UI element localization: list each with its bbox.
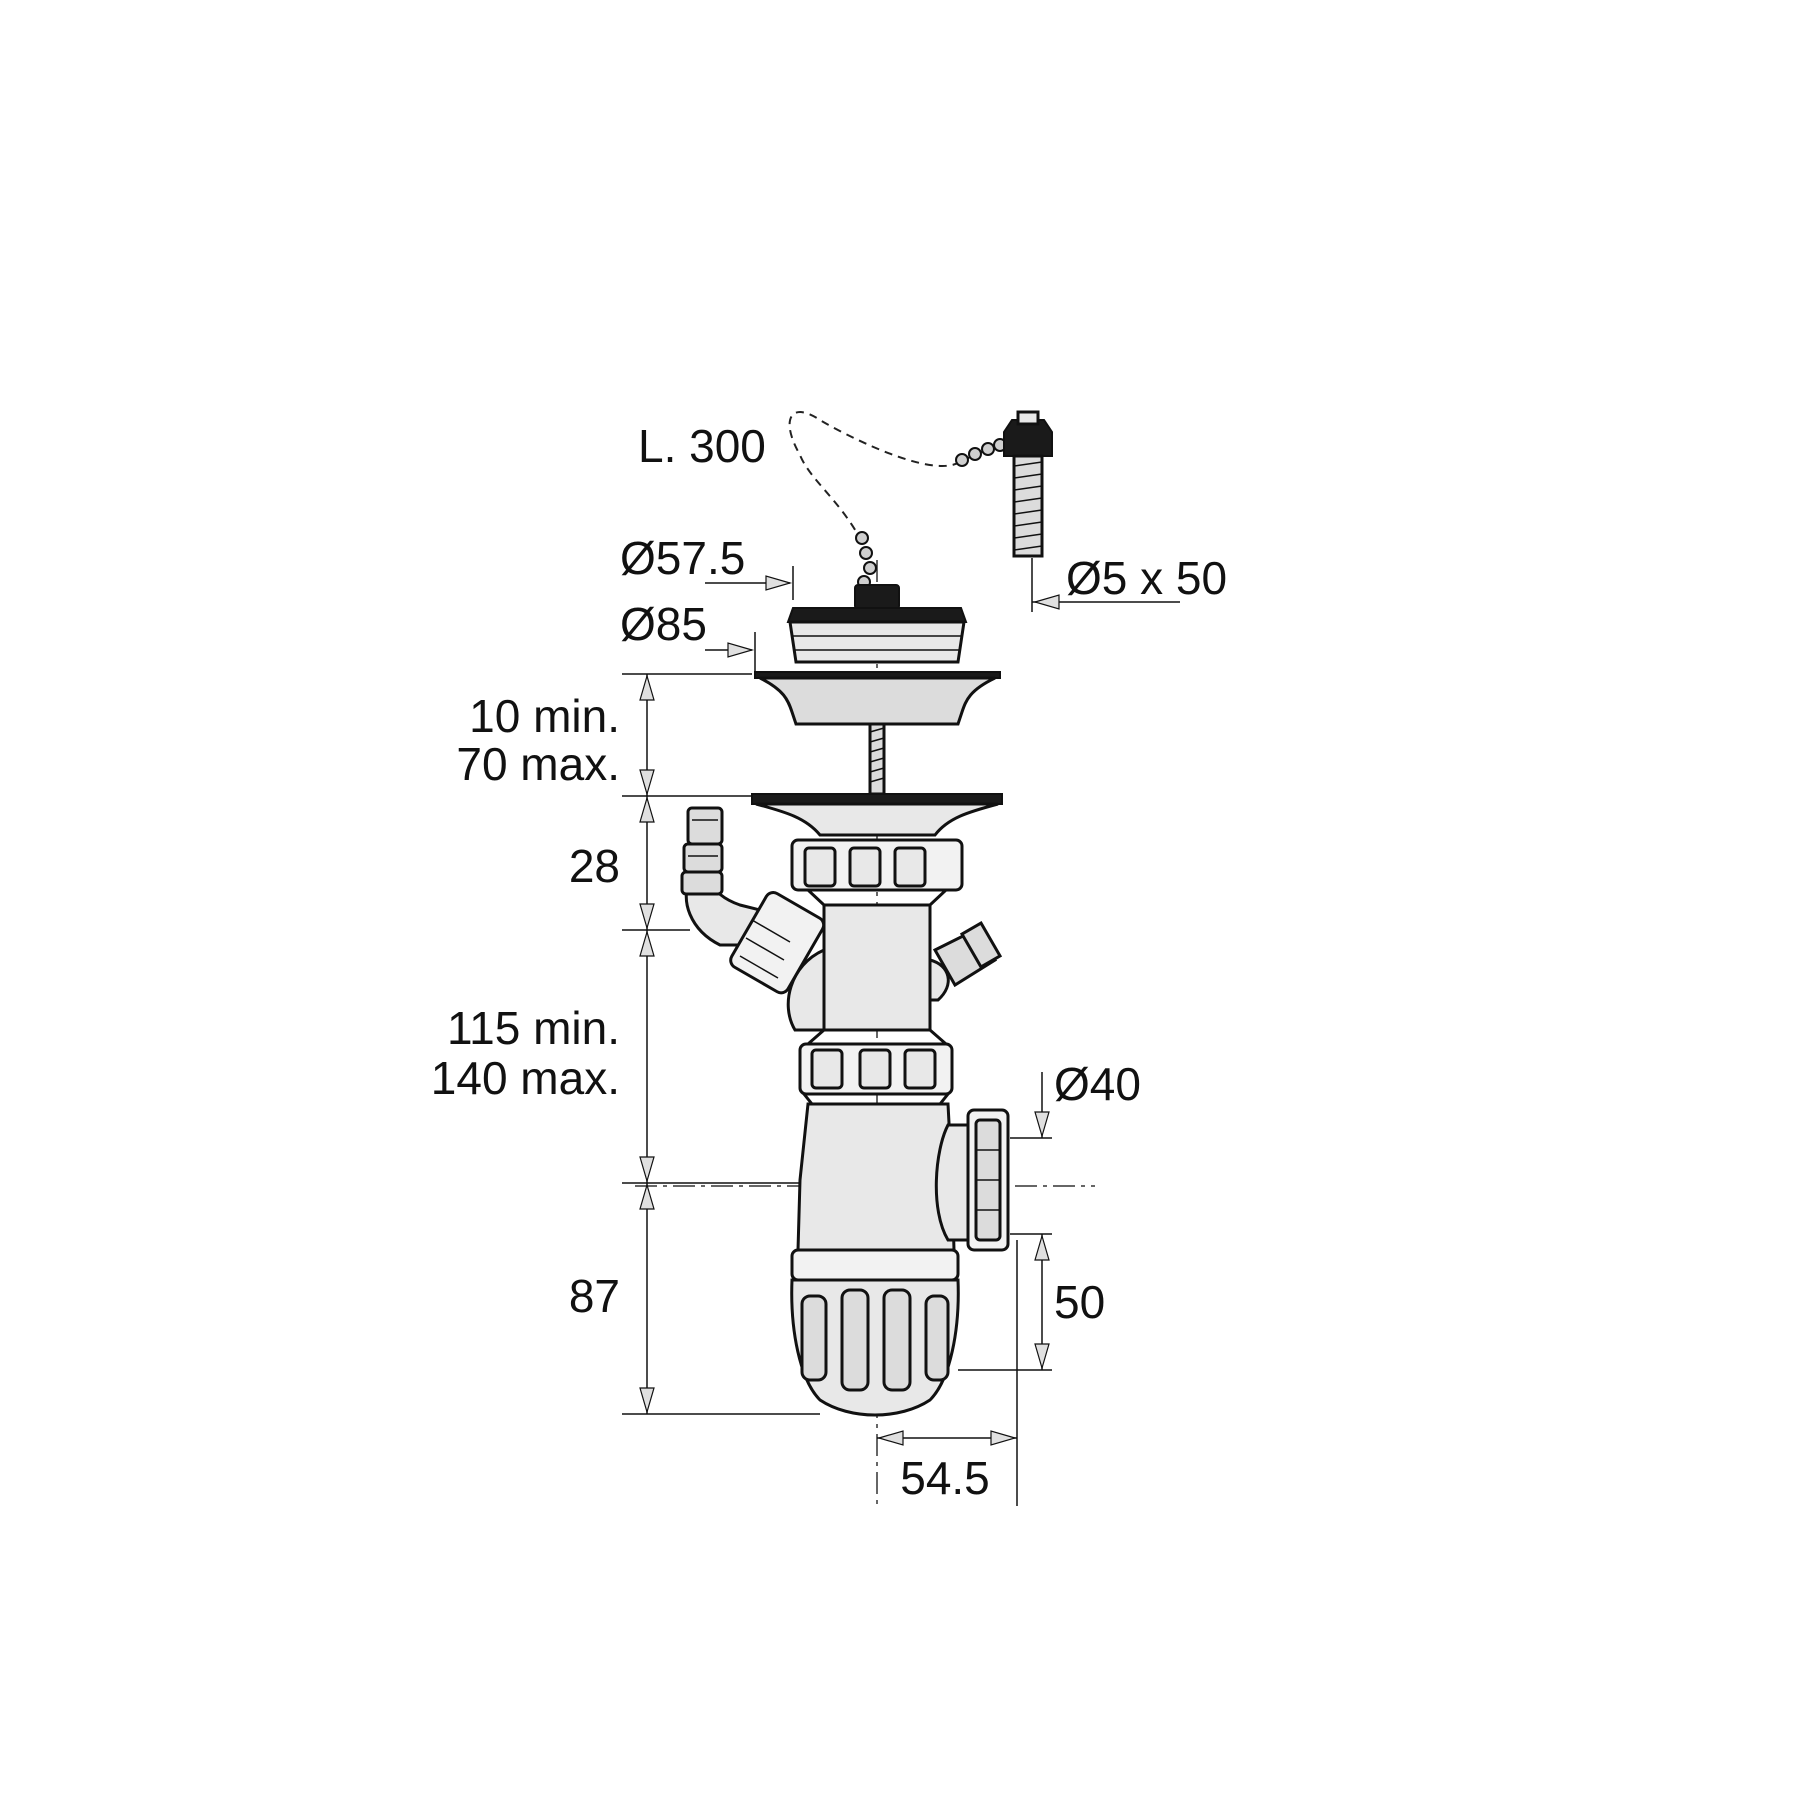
label-body-height-min: 115 min. — [447, 1002, 620, 1054]
dimension-lines — [622, 558, 1180, 1506]
fixing-screw — [1003, 410, 1053, 558]
sink-flange — [751, 793, 1003, 837]
label-plug-diameter: Ø57.5 — [620, 532, 745, 584]
left-hose-inlet — [680, 806, 826, 995]
bottle-trap-body — [790, 1102, 1010, 1417]
threaded-rod — [868, 722, 886, 796]
label-screw-size: Ø5 x 50 — [1066, 552, 1227, 604]
label-body-height-max: 140 max. — [431, 1052, 620, 1104]
label-outlet-offset-horizontal: 54.5 — [900, 1452, 990, 1504]
label-strainer-diameter: Ø85 — [620, 598, 707, 650]
label-chain-length: L. 300 — [638, 420, 766, 472]
drain-plug — [786, 584, 968, 664]
label-sink-thickness-min: 10 min. — [469, 690, 620, 742]
upper-coupling-nut — [790, 838, 964, 907]
label-outlet-diameter: Ø40 — [1054, 1058, 1141, 1110]
trap-body — [786, 903, 1003, 1032]
label-inlet-height: 28 — [569, 840, 620, 892]
label-trap-depth: 87 — [569, 1270, 620, 1322]
lower-coupling-nut — [798, 1028, 954, 1106]
label-sink-thickness-max: 70 max. — [456, 738, 620, 790]
plug-chain — [788, 411, 1013, 589]
label-outlet-offset-vertical: 50 — [1054, 1276, 1105, 1328]
strainer-basket — [754, 671, 1001, 726]
